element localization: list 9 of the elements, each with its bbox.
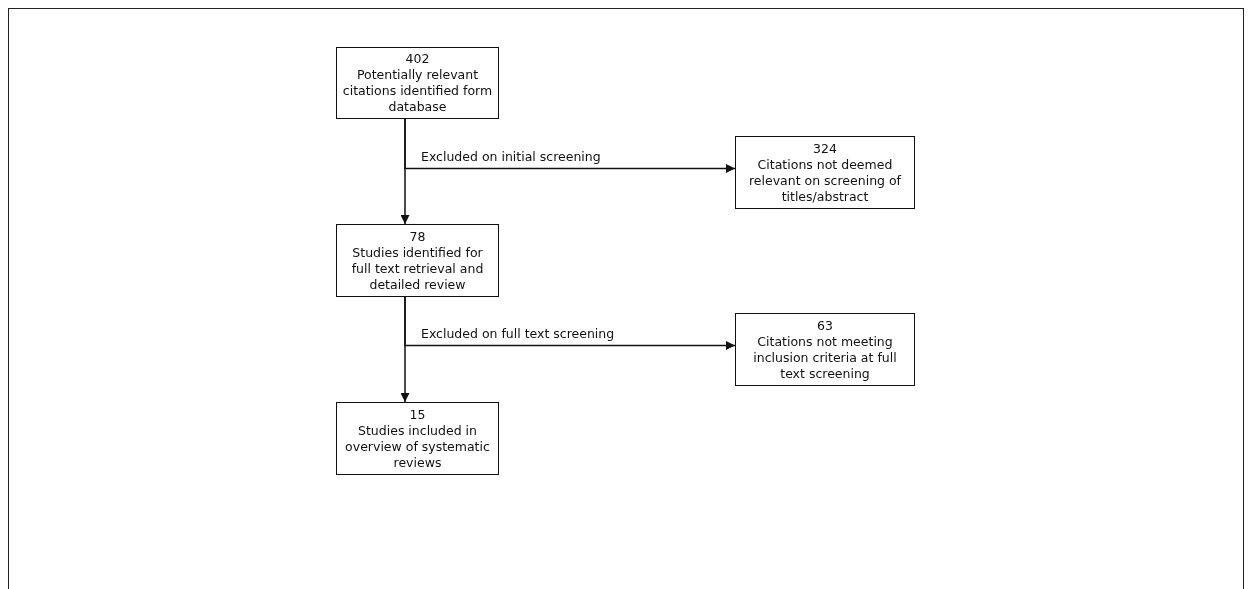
process-box: 78 Studies identified for full text retrieval and detailed review xyxy=(336,224,499,297)
process-box: 15 Studies included in overview of systematic reviews xyxy=(336,402,499,475)
arrow xyxy=(404,118,736,173)
process-box: 63 Citations not meeting inclusion criteria at full text screening xyxy=(735,313,915,386)
edge-label: Excluded on full text screening xyxy=(419,325,617,342)
process-box: 324 Citations not deemed relevant on screening of titles/abstract xyxy=(735,136,915,209)
edge-label: Excluded on initial screening xyxy=(419,148,603,165)
process-box: 402 Potentially relevant citations identified form database xyxy=(336,47,499,119)
arrow xyxy=(404,296,736,350)
